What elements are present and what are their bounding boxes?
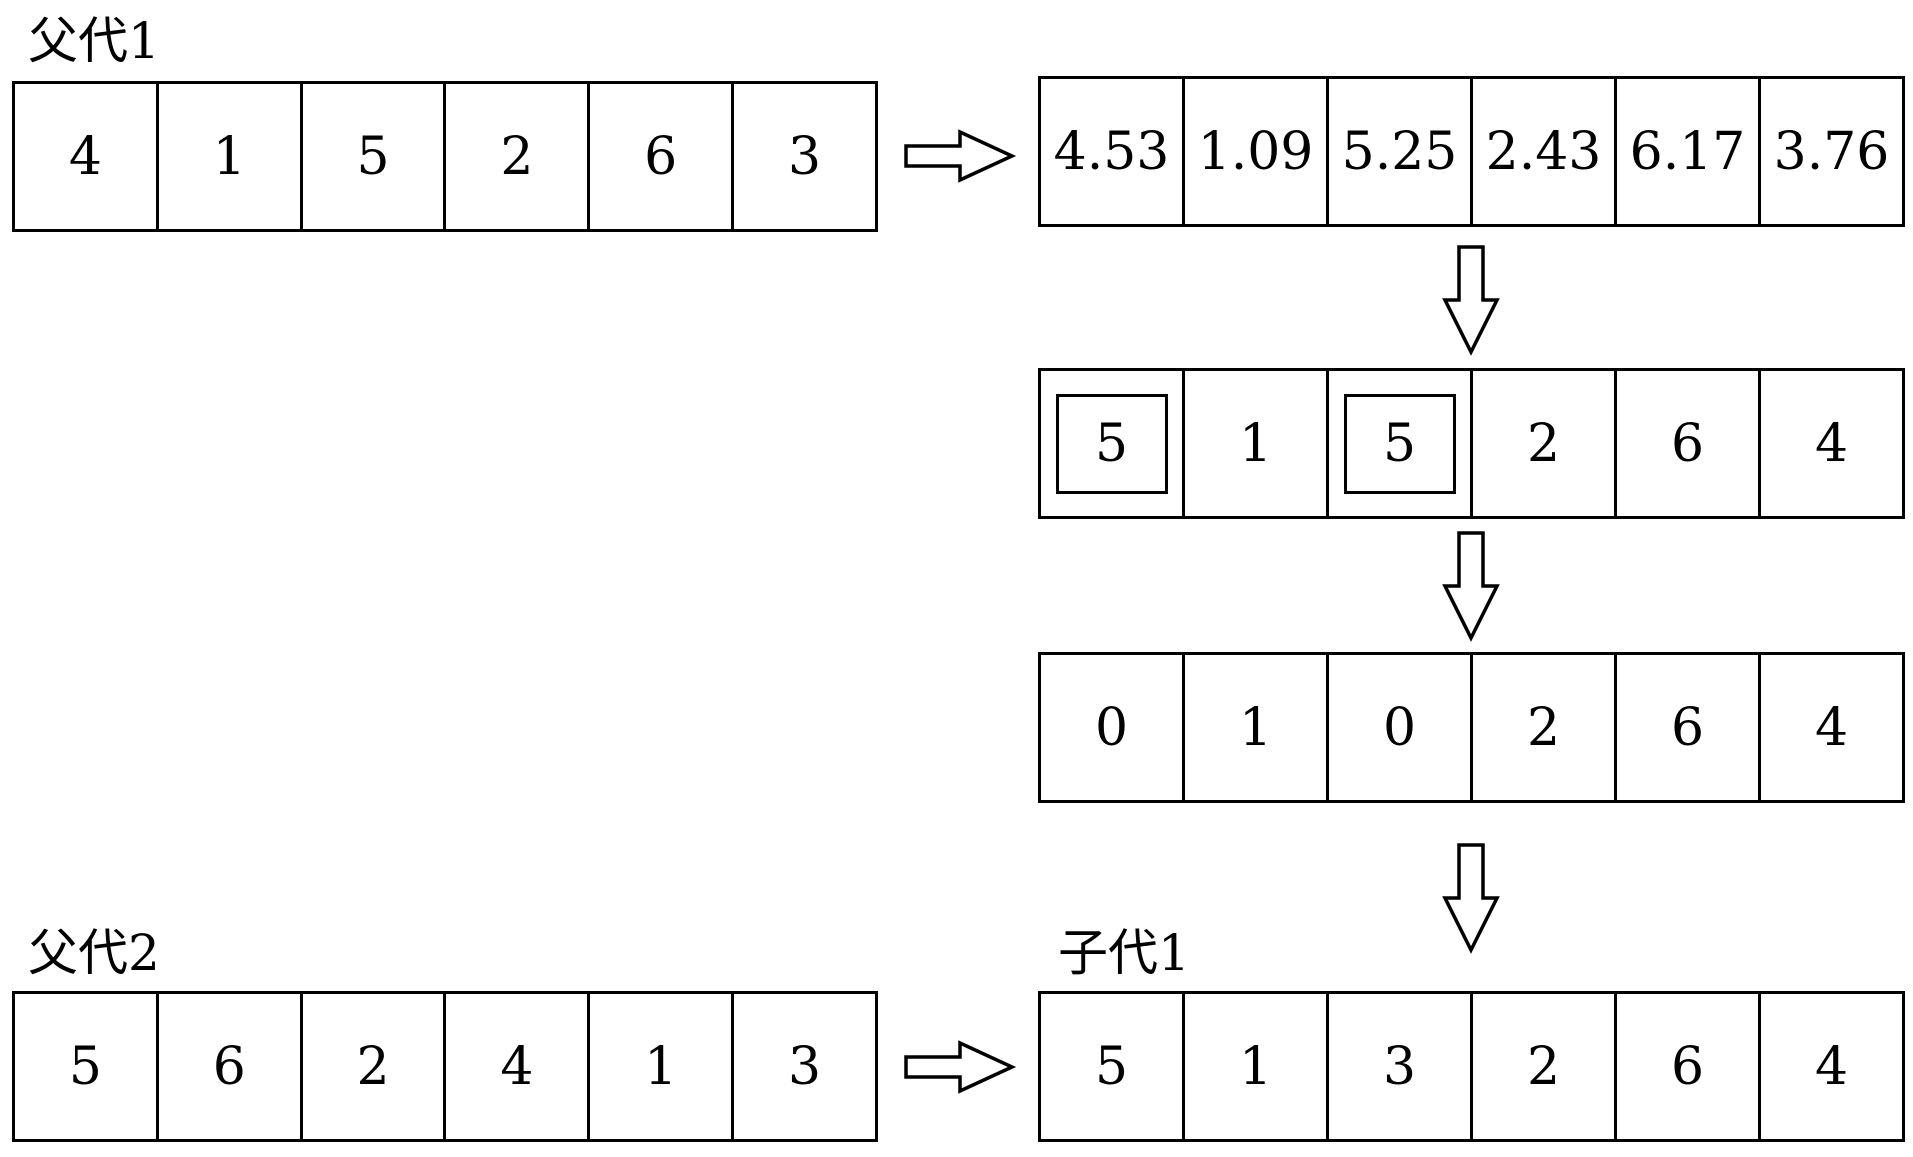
zeroed-cell: 2 xyxy=(1473,655,1617,800)
duplicate-gene-cell: 5 xyxy=(1041,371,1185,516)
parent1-gene-cell: 2 xyxy=(446,84,591,229)
random-key-cell: 5.25 xyxy=(1329,79,1473,224)
parent2-gene-cell: 2 xyxy=(303,994,447,1139)
parent1-gene-cell: 6 xyxy=(590,84,735,229)
random-keys-row: 4.53 1.09 5.25 2.43 6.17 3.76 xyxy=(1038,76,1905,227)
rounded-cell: 4 xyxy=(1814,413,1849,474)
parent1-label: 父代1 xyxy=(28,12,160,70)
zeroed-cell: 1 xyxy=(1185,655,1329,800)
parent2-gene-cell: 5 xyxy=(15,994,159,1139)
rounded-cell: 1 xyxy=(1185,371,1329,516)
rounded-row: 5 1 5 2 6 4 xyxy=(1038,368,1905,519)
zeroed-cell: 4 xyxy=(1814,697,1849,758)
random-key-cell: 2.43 xyxy=(1473,79,1617,224)
zeroed-cell: 0 xyxy=(1329,655,1473,800)
parent1-gene-cell: 1 xyxy=(159,84,303,229)
child1-row: 5 1 3 2 6 4 xyxy=(1038,991,1905,1142)
duplicate-highlight-box: 5 xyxy=(1343,393,1456,494)
duplicate-gene-cell: 5 xyxy=(1329,371,1473,516)
parent1-gene-cell: 3 xyxy=(788,126,822,187)
zeroed-cell: 6 xyxy=(1617,655,1761,800)
parent2-row: 5 6 2 4 1 3 xyxy=(12,991,878,1142)
random-key-cell: 3.76 xyxy=(1773,121,1890,182)
rounded-cell: 6 xyxy=(1617,371,1761,516)
parent1-row: 4 1 5 2 6 3 xyxy=(12,81,878,232)
child1-gene-cell: 2 xyxy=(1473,994,1617,1139)
parent2-label: 父代2 xyxy=(28,924,160,982)
duplicate-highlight-box: 5 xyxy=(1055,393,1168,494)
child1-label: 子代1 xyxy=(1058,924,1190,982)
child1-gene-cell: 3 xyxy=(1329,994,1473,1139)
parent2-gene-cell: 4 xyxy=(446,994,591,1139)
random-key-cell: 1.09 xyxy=(1185,79,1329,224)
parent1-gene-cell: 4 xyxy=(15,84,159,229)
rounded-cell: 2 xyxy=(1473,371,1617,516)
child1-gene-cell: 1 xyxy=(1185,994,1329,1139)
parent2-gene-cell: 1 xyxy=(590,994,735,1139)
down-arrow-icon xyxy=(1442,843,1500,954)
child1-gene-cell: 6 xyxy=(1617,994,1761,1139)
parent2-gene-cell: 6 xyxy=(159,994,303,1139)
down-arrow-icon xyxy=(1442,245,1500,356)
child1-gene-cell: 5 xyxy=(1041,994,1185,1139)
zeroed-row: 0 1 0 2 6 4 xyxy=(1038,652,1905,803)
random-key-cell: 4.53 xyxy=(1041,79,1185,224)
right-arrow-icon xyxy=(904,129,1017,183)
zeroed-cell: 0 xyxy=(1041,655,1185,800)
parent1-gene-cell: 5 xyxy=(303,84,447,229)
child1-gene-cell: 4 xyxy=(1814,1036,1849,1097)
random-key-cell: 6.17 xyxy=(1617,79,1761,224)
right-arrow-icon xyxy=(904,1040,1017,1094)
down-arrow-icon xyxy=(1442,531,1500,642)
parent2-gene-cell: 3 xyxy=(788,1036,822,1097)
